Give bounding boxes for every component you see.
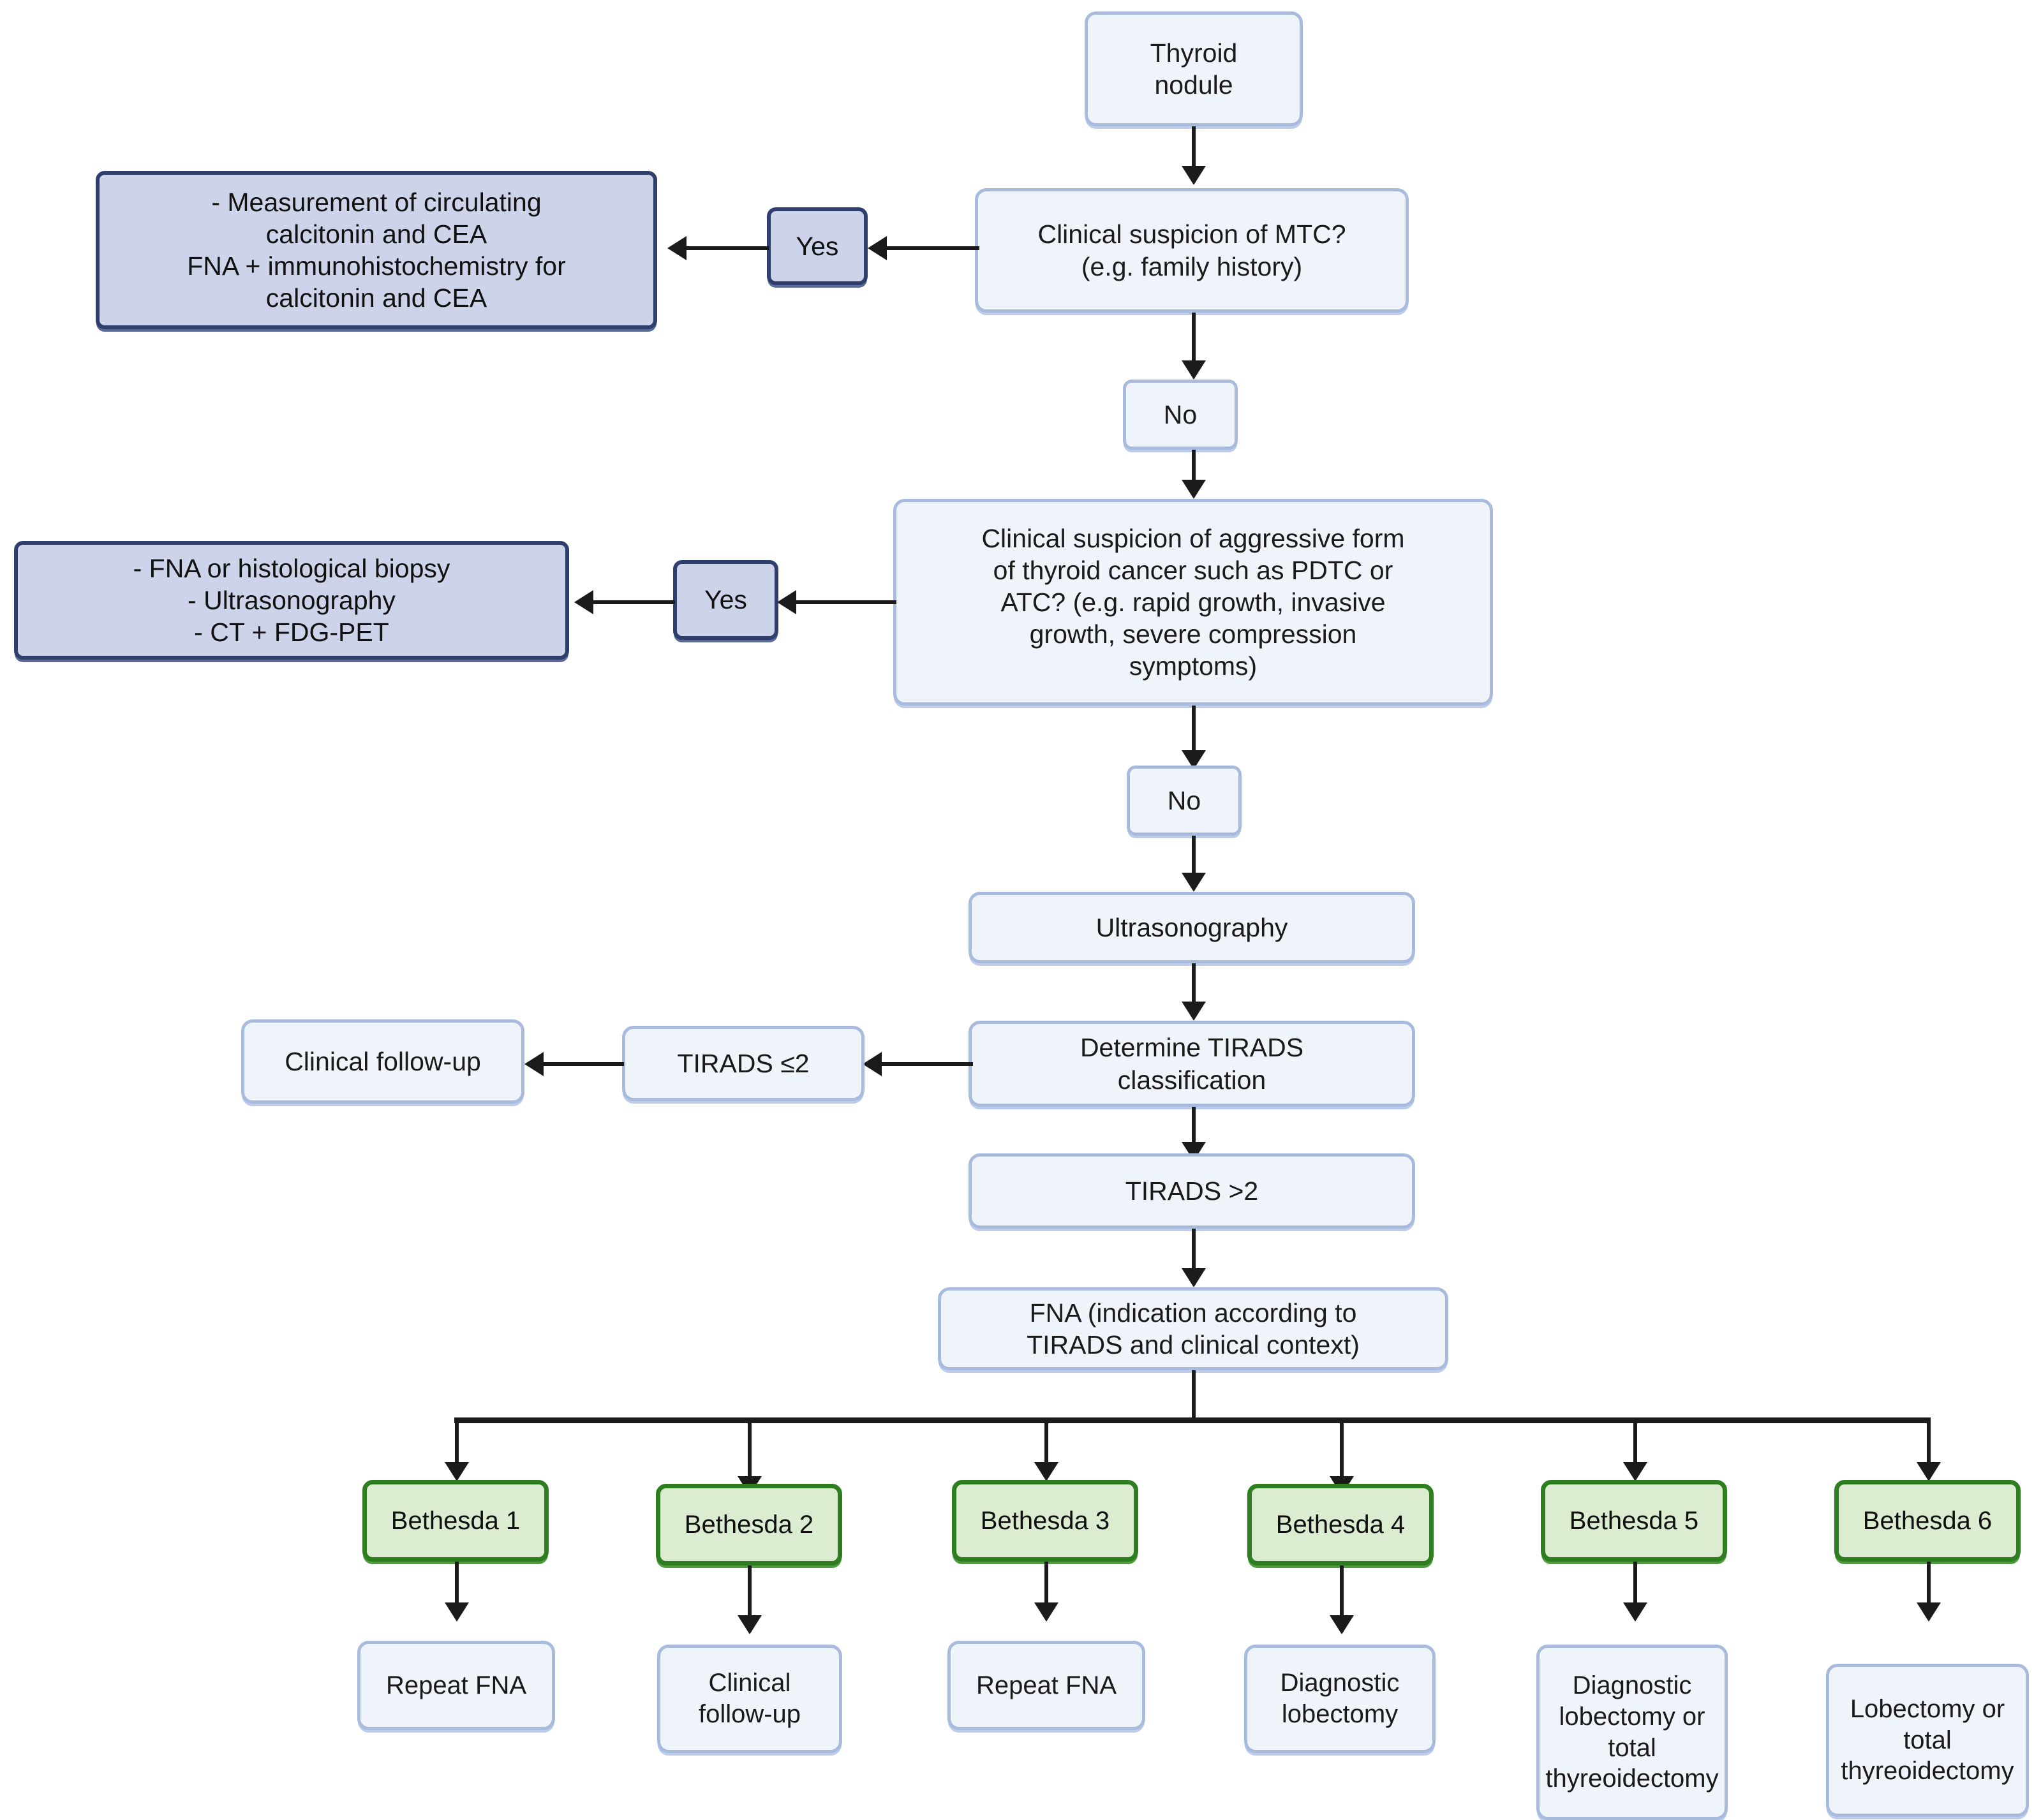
arrowhead-low-to-followup — [524, 1052, 544, 1076]
arrowhead-bethesda-3 — [1034, 1462, 1058, 1481]
connector-bethesda-2-to-outcome — [748, 1565, 752, 1620]
connector-aggressive-to-no — [1192, 706, 1196, 755]
connector-distributor-to-bethesda-1 — [455, 1417, 459, 1467]
connector-distributor-to-bethesda-4 — [1340, 1417, 1344, 1481]
connector-distributor-to-bethesda-3 — [1044, 1417, 1048, 1467]
node-outcome-4: Diagnostic lobectomy — [1244, 1645, 1436, 1753]
connector-fna-to-distributor — [1192, 1370, 1196, 1420]
connector-bethesda-1-to-outcome — [455, 1562, 459, 1608]
node-outcome-1: Repeat FNA — [357, 1641, 555, 1730]
node-bethesda-6: Bethesda 6 — [1834, 1480, 2021, 1562]
connector-mtc-to-yes — [884, 246, 979, 250]
connector-no-to-aggressive — [1192, 450, 1196, 487]
connector-yes-to-aggressive-action — [593, 600, 675, 604]
connector-bethesda-6-to-outcome — [1927, 1562, 1931, 1608]
node-tirads-low: TIRADS ≤2 — [622, 1026, 865, 1101]
connector-distributor-to-bethesda-2 — [748, 1417, 752, 1481]
connector-tirads-to-high — [1192, 1107, 1196, 1146]
arrowhead-start-to-mtc — [1182, 166, 1206, 185]
node-bethesda-5: Bethesda 5 — [1541, 1480, 1727, 1562]
connector-bethesda-3-to-outcome — [1044, 1562, 1048, 1608]
arrowhead-yes-to-mtc-action — [667, 236, 687, 260]
connector-bethesda-4-to-outcome — [1340, 1565, 1344, 1620]
connector-distributor-to-bethesda-6 — [1927, 1417, 1931, 1467]
node-outcome-3: Repeat FNA — [947, 1641, 1145, 1730]
connector-high-to-fna — [1192, 1229, 1196, 1272]
arrowhead-bethesda-5 — [1623, 1462, 1647, 1481]
node-outcome-6: Lobectomy or total thyreoidectomy — [1826, 1664, 2029, 1817]
connector-tirads-to-low — [880, 1062, 973, 1066]
arrowhead-outcome-6 — [1917, 1602, 1941, 1622]
node-mtc-yes: Yes — [767, 207, 868, 285]
node-aggressive-question: Clinical suspicion of aggressive form of… — [893, 499, 1493, 706]
node-determine-tirads: Determine TIRADS classification — [969, 1021, 1415, 1107]
connector-yes-to-mtc-action — [686, 246, 769, 250]
connector-distributor-to-bethesda-5 — [1633, 1417, 1637, 1467]
arrowhead-outcome-4 — [1330, 1615, 1354, 1634]
node-bethesda-2: Bethesda 2 — [656, 1484, 842, 1565]
arrowhead-high-to-fna — [1182, 1268, 1206, 1287]
connector-low-to-followup — [542, 1062, 624, 1066]
connector-mtc-to-no — [1192, 313, 1196, 366]
arrowhead-outcome-3 — [1034, 1602, 1058, 1622]
node-aggressive-yes: Yes — [673, 560, 778, 640]
distributor-bar — [454, 1417, 1929, 1423]
node-bethesda-3: Bethesda 3 — [952, 1480, 1138, 1562]
arrowhead-mtc-to-no — [1182, 360, 1206, 380]
node-outcome-5: Diagnostic lobectomy or total thyreoidec… — [1536, 1645, 1728, 1820]
node-thyroid-nodule: Thyroid nodule — [1085, 11, 1303, 126]
node-aggressive-action: - FNA or histological biopsy - Ultrasono… — [14, 541, 569, 660]
connector-ultrasonography-to-tirads — [1192, 963, 1196, 1007]
node-ultrasonography: Ultrasonography — [969, 892, 1415, 963]
node-aggressive-no: No — [1127, 766, 1242, 836]
node-tirads-high: TIRADS >2 — [969, 1153, 1415, 1229]
arrowhead-tirads-to-low — [863, 1052, 882, 1076]
node-mtc-no: No — [1123, 380, 1238, 450]
node-bethesda-4: Bethesda 4 — [1247, 1484, 1434, 1565]
connector-no-to-ultrasonography — [1192, 836, 1196, 877]
arrowhead-outcome-2 — [738, 1615, 762, 1634]
arrowhead-mtc-to-yes — [868, 236, 887, 260]
connector-bethesda-5-to-outcome — [1633, 1562, 1637, 1608]
arrowhead-bethesda-6 — [1917, 1462, 1941, 1481]
node-mtc-action: - Measurement of circulating calcitonin … — [96, 171, 657, 329]
arrowhead-ultrasonography-to-tirads — [1182, 1002, 1206, 1021]
arrowhead-yes-to-aggressive-action — [574, 590, 593, 614]
connector-start-to-mtc — [1192, 126, 1196, 171]
arrowhead-aggressive-to-yes — [777, 590, 796, 614]
arrowhead-no-to-aggressive — [1182, 480, 1206, 499]
node-bethesda-1: Bethesda 1 — [362, 1480, 549, 1562]
node-clinical-follow-up: Clinical follow-up — [241, 1019, 524, 1104]
node-fna: FNA (indication according to TIRADS and … — [938, 1287, 1448, 1370]
node-mtc-question: Clinical suspicion of MTC? (e.g. family … — [975, 188, 1409, 313]
arrowhead-no-to-ultrasonography — [1182, 873, 1206, 892]
arrowhead-bethesda-1 — [445, 1462, 469, 1481]
arrowhead-outcome-5 — [1623, 1602, 1647, 1622]
arrowhead-outcome-1 — [445, 1602, 469, 1622]
connector-aggressive-to-yes — [794, 600, 896, 604]
node-outcome-2: Clinical follow-up — [657, 1645, 842, 1753]
